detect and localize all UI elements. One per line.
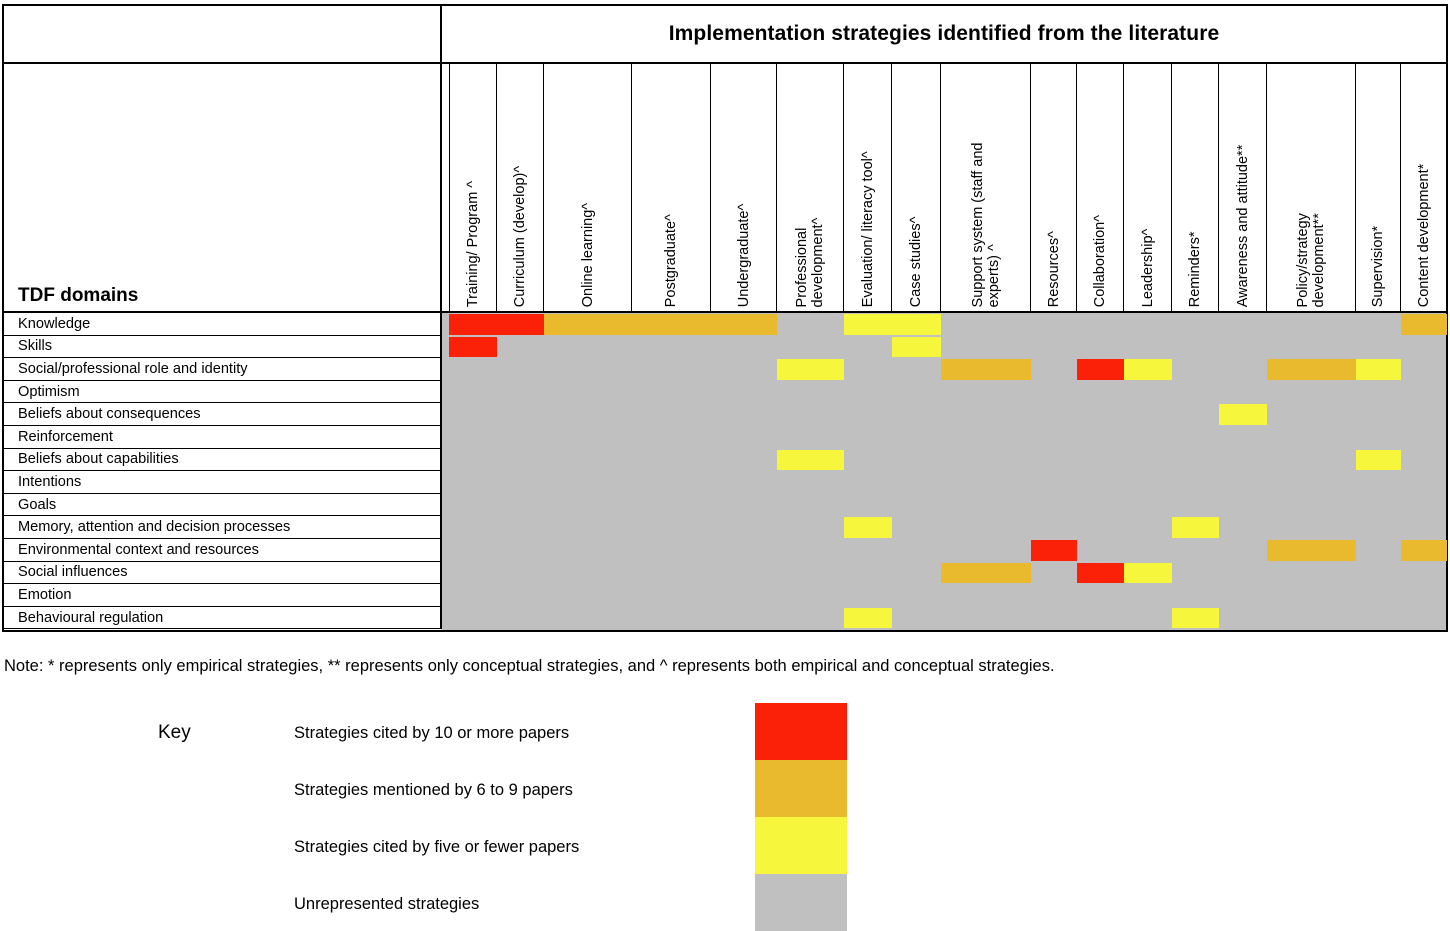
row-label: Beliefs about capabilities [4,448,442,472]
key-swatch [755,703,847,760]
key-label: Strategies mentioned by 6 to 9 papers [294,781,573,799]
heatmap-cell [449,336,497,358]
tdf-domains-title: TDF domains [18,285,139,306]
row-label: Social/professional role and identity [4,358,442,381]
heatmap-cell [1124,359,1172,380]
row-label: Reinforcement [4,426,442,449]
key-swatch [755,874,847,931]
row-header-corner: TDF domains [4,64,442,311]
column-header-band: TDF domains Training/ Program ^ Curriculu… [4,64,1447,313]
heatmap-cell [777,449,844,471]
heatmap-cell [1267,540,1356,561]
matrix-banner-row: Implementation strategies identified fro… [4,6,1446,64]
column-header-label: Collaboration^ [1091,214,1108,307]
heatmap-cell [711,314,777,335]
heatmap-cell [632,314,711,335]
column-header: Training/ Program ^ [449,64,497,313]
column-header-label: Supervision* [1369,225,1386,307]
matrix-title: Implementation strategies identified fro… [668,22,1220,45]
key-swatch [755,760,847,817]
column-header-label: Curriculum (develop)^ [511,165,528,307]
heatmap-cell [1401,314,1447,335]
column-header: Awareness and attitude** [1219,64,1267,313]
row-label: Optimism [4,380,442,404]
row-label: Skills [4,335,442,359]
heatmap-cell [1077,359,1124,380]
strategy-matrix: Implementation strategies identified fro… [2,4,1448,632]
heatmap-cell [1356,449,1401,471]
column-header: Postgraduate^ [632,64,711,313]
row-label: Intentions [4,471,442,494]
banner-left-blank [4,6,442,62]
key-label: Strategies cited by five or fewer papers [294,838,580,856]
row-label: Goals [4,493,442,517]
heatmap-cell [941,562,1031,584]
row-label: Behavioural regulation [4,606,442,630]
key-label: Strategies cited by 10 or more papers [294,724,570,742]
heatmap-cell [544,314,632,335]
column-header-label: Evaluation/ literacy tool^ [859,151,876,307]
heatmap-cell [1219,404,1267,425]
column-header: Case studies^ [892,64,941,313]
key-label: Unrepresented strategies [294,895,480,913]
heatmap-cell [1267,359,1356,380]
heatmap-cell [1172,607,1219,629]
heatmap-cell [1077,562,1124,584]
column-header: Collaboration^ [1077,64,1124,313]
column-header-label: Postgraduate^ [662,213,679,307]
heatmap-cell [777,359,844,380]
heatmap-cells [442,313,1447,630]
heatmap-cell [844,517,892,538]
heatmap-cell [1031,540,1077,561]
column-header-label: Reminders* [1186,231,1203,307]
column-header: Curriculum (develop)^ [497,64,544,313]
key-title: Key [158,722,191,743]
heatmap-cell [449,314,497,335]
heatmap-cell [844,607,892,629]
row-label: Knowledge [4,313,442,336]
heatmap-cell [844,314,892,335]
column-header-label: Resources^ [1045,230,1062,307]
figure-note: Note: * represents only empirical strate… [4,657,1055,675]
column-header: Undergraduate^ [711,64,777,313]
row-label: Social influences [4,561,442,585]
column-header: Resources^ [1031,64,1077,313]
row-label: Memory, attention and decision processes [4,516,442,539]
column-header: Online learning^ [544,64,632,313]
column-header-label: Leadership^ [1139,228,1156,307]
heatmap-cell [497,314,544,335]
column-header: Content development* [1401,64,1447,313]
heatmap-cell [1401,540,1447,561]
column-header-label: Undergraduate^ [735,203,752,307]
column-header-label: Content development* [1415,163,1432,308]
column-header-label: Training/ Program ^ [464,180,481,307]
row-label: Environmental context and resources [4,539,442,562]
column-header-label: Awareness and attitude** [1234,144,1251,307]
heatmap-cell [1356,359,1401,380]
column-header: Leadership^ [1124,64,1172,313]
heatmap-cell [892,336,941,358]
heatmap-cell [1124,562,1172,584]
heatmap-cell [892,314,941,335]
column-header: Reminders* [1172,64,1219,313]
heatmap-cell [1172,517,1219,538]
row-label: Emotion [4,584,442,607]
column-header: Supervision* [1356,64,1401,313]
key-swatch [755,817,847,874]
row-label: Beliefs about consequences [4,403,442,426]
heatmap-cell [941,359,1031,380]
column-header: Evaluation/ literacy tool^ [844,64,892,313]
column-header-label: Online learning^ [579,202,596,307]
column-header-label: Case studies^ [907,216,924,307]
